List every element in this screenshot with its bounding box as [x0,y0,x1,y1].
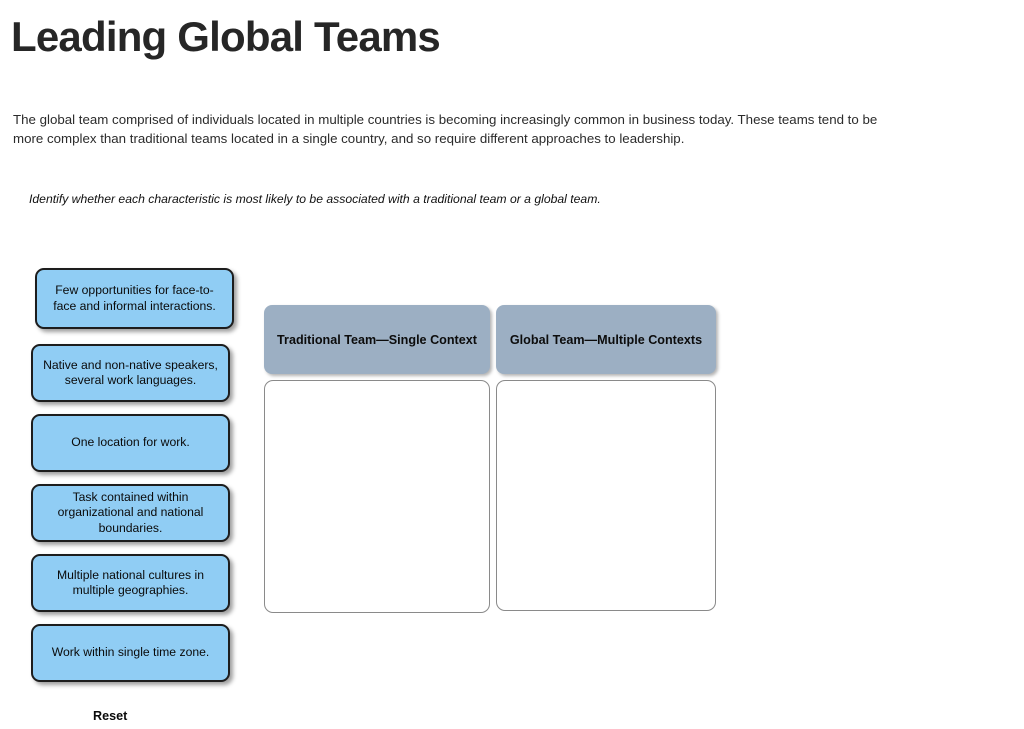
dropzone-container: Traditional Team—Single Context Global T… [264,305,716,615]
draggable-card-stack: Few opportunities for face-to-face and i… [0,260,250,700]
dropzone-drop-area-traditional-team[interactable] [264,380,490,613]
draggable-card-label: Few opportunities for face-to-face and i… [53,283,216,313]
dropzone-traditional-team: Traditional Team—Single Context [264,305,490,613]
dropzone-header-global-team: Global Team—Multiple Contexts [496,305,716,374]
dropzone-header-traditional-team: Traditional Team—Single Context [264,305,490,374]
draggable-card[interactable]: One location for work. [31,414,230,472]
dropzone-title: Global Team—Multiple Contexts [509,332,703,347]
dropzone-global-team: Global Team—Multiple Contexts [496,305,716,613]
draggable-card-label: One location for work. [71,435,190,450]
dropzone-title: Traditional Team—Single Context [277,332,477,347]
draggable-card-label: Multiple national cultures in multiple g… [56,567,204,597]
intro-paragraph: The global team comprised of individuals… [13,112,878,146]
reset-button[interactable]: Reset [93,709,128,723]
draggable-card[interactable]: Few opportunities for face-to-face and i… [35,268,234,329]
draggable-card[interactable]: Work within single time zone. [31,624,230,682]
draggable-card[interactable]: Multiple national cultures in multiple g… [31,554,230,612]
draggable-card-label: Task contained within organizational and… [57,489,204,535]
draggable-card[interactable]: Task contained within organizational and… [31,484,230,542]
page-title: Leading Global Teams [11,13,441,60]
draggable-card[interactable]: Native and non-native speakers, several … [31,344,230,402]
instruction-text: Identify whether each characteristic is … [29,192,601,206]
draggable-card-label: Native and non-native speakers, several … [43,357,218,387]
dropzone-drop-area-global-team[interactable] [496,380,716,611]
draggable-card-label: Work within single time zone. [51,645,210,660]
